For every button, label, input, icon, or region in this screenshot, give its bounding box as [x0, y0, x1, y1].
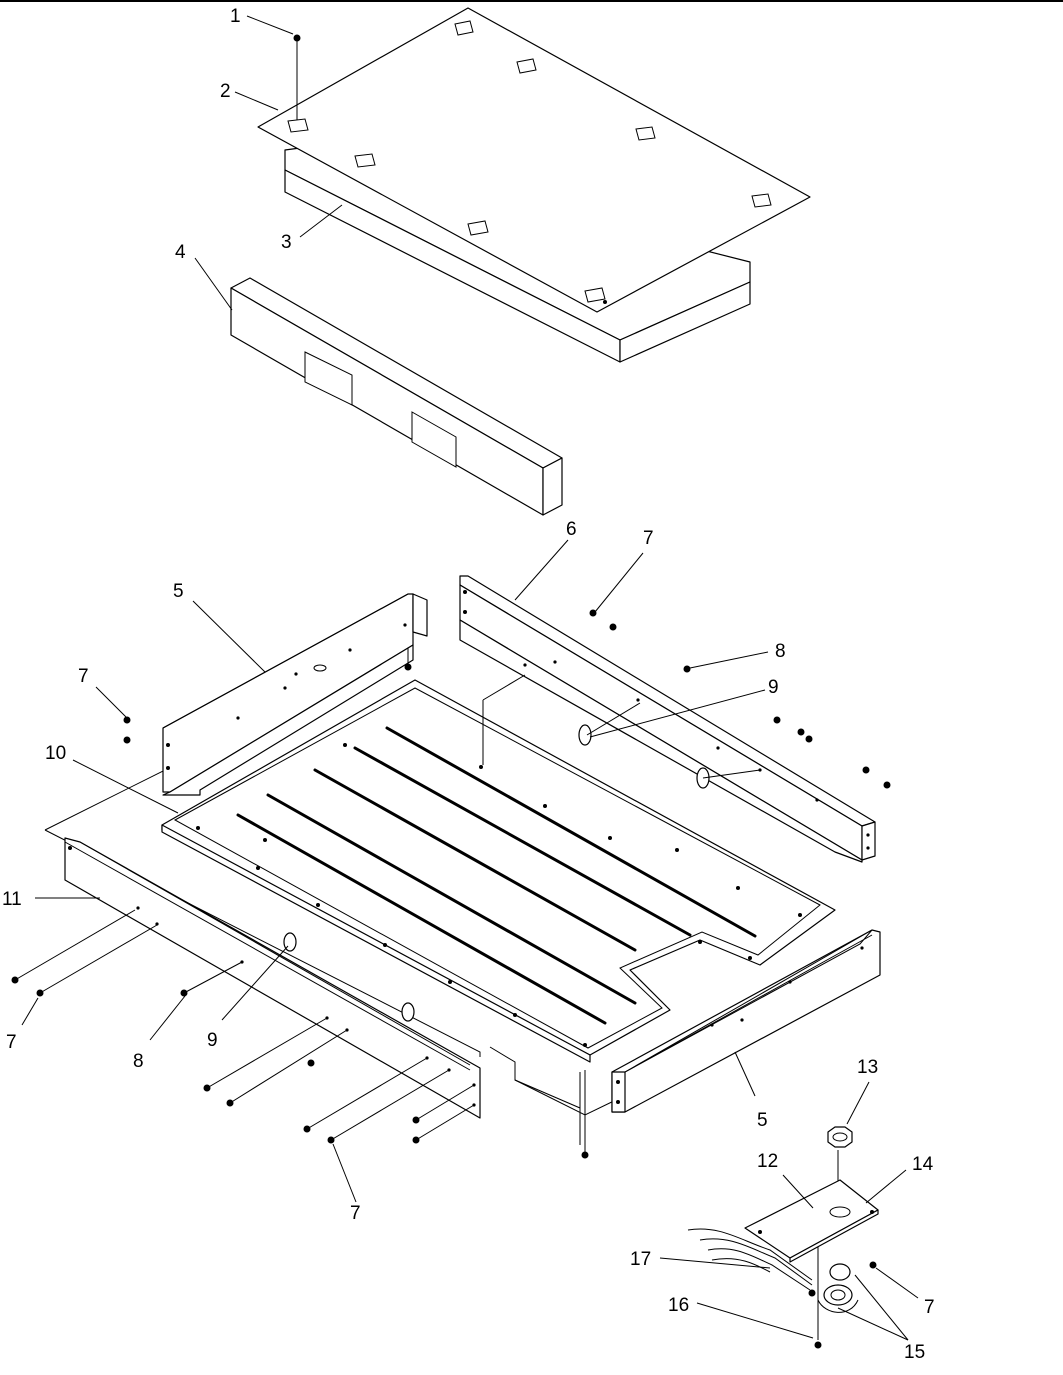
- callout-7d: 7: [350, 1203, 361, 1224]
- callout-1: 1: [230, 6, 241, 27]
- callout-2: 2: [220, 81, 231, 102]
- top-panel-part: [257, 7, 811, 313]
- side-rail-left-part: [162, 593, 428, 796]
- callout-13: 13: [857, 1057, 878, 1078]
- callout-8: 8: [775, 641, 786, 662]
- callout-5b: 5: [757, 1110, 768, 1131]
- callout-7a: 7: [78, 666, 89, 687]
- callout-9: 9: [768, 677, 779, 698]
- callout-3: 3: [281, 232, 292, 253]
- callout-17: 17: [630, 1249, 651, 1270]
- callout-7: 7: [643, 528, 654, 549]
- side-rail-right-part: [459, 575, 876, 863]
- side-rail-front-part: [611, 929, 881, 1113]
- callout-leaders: [21, 15, 919, 1341]
- insulation-front-part: [230, 277, 563, 516]
- callout-10: 10: [45, 743, 66, 764]
- callout-4: 4: [175, 242, 186, 263]
- base-pan-part: [161, 679, 836, 1063]
- callout-8b: 8: [133, 1051, 144, 1072]
- callout-7b: 7: [6, 1032, 17, 1053]
- callout-9b: 9: [207, 1030, 218, 1051]
- callout-15: 15: [904, 1342, 925, 1363]
- callout-labels: 1 2 3 4 5 6 7 8 9 10 11 7 8 9 5 7 13 12 …: [2, 6, 935, 1363]
- callout-5: 5: [173, 581, 184, 602]
- callout-6: 6: [566, 519, 577, 540]
- nut-icon: [827, 1126, 853, 1148]
- mounting-plate-part: [744, 1179, 879, 1263]
- callout-7c: 7: [924, 1297, 935, 1318]
- callout-16: 16: [668, 1295, 689, 1316]
- cord-part: [687, 1228, 813, 1291]
- callout-12: 12: [757, 1151, 778, 1172]
- callout-14: 14: [912, 1154, 934, 1175]
- grommet-icon: [817, 1263, 859, 1313]
- screw-shafts: [14, 40, 839, 1340]
- callout-11: 11: [2, 889, 22, 910]
